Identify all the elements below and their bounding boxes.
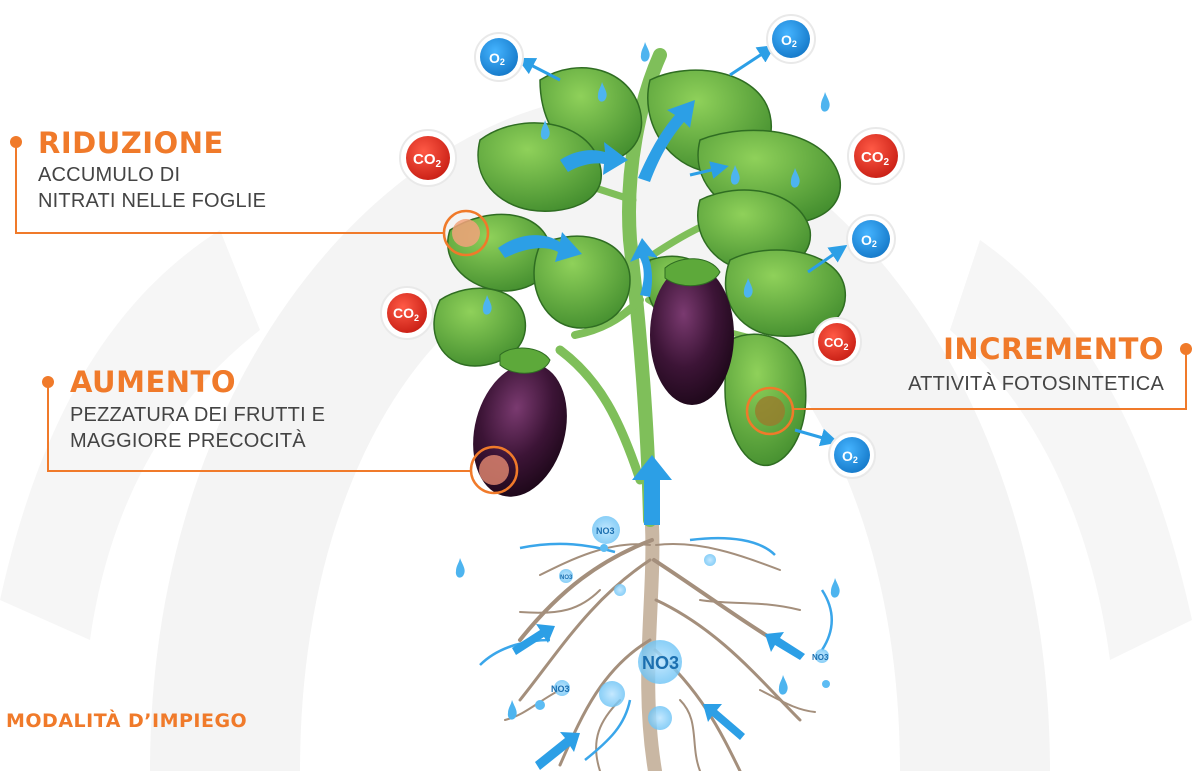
- o2-badge: O2: [474, 32, 524, 82]
- co2-text: CO: [413, 151, 436, 168]
- svg-text:CO2: CO2: [824, 335, 849, 352]
- o2-subscript: 2: [853, 455, 858, 465]
- co2-text: CO: [393, 305, 414, 321]
- no3-label: NO3: [551, 684, 570, 694]
- callout-aumento-line2: MAGGIORE PRECOCITÀ: [70, 430, 306, 452]
- o2-text: O: [861, 232, 872, 248]
- no3-label: NO3: [596, 526, 615, 536]
- co2-text: CO: [861, 149, 884, 166]
- flow-arrows-thin: [516, 45, 848, 447]
- svg-text:O2: O2: [781, 32, 797, 49]
- root-arrows: [512, 624, 805, 770]
- o2-badge: O2: [766, 14, 816, 64]
- callout-incremento-line1: ATTIVITÀ FOTOSINTETICA: [908, 373, 1164, 395]
- no3-label: NO3: [560, 575, 573, 581]
- svg-text:O2: O2: [861, 232, 877, 249]
- co2-badge: CO2: [380, 286, 434, 340]
- svg-text:O2: O2: [842, 448, 858, 465]
- o2-text: O: [781, 32, 792, 48]
- callout-aumento-title: AUMENTO: [70, 365, 236, 399]
- co2-subscript: 2: [414, 313, 419, 323]
- callout-riduzione-line1: ACCUMULO DI: [38, 164, 181, 186]
- no3-bubbles: [535, 516, 830, 730]
- callout-aumento-leader: [42, 376, 519, 495]
- o2-subscript: 2: [872, 239, 877, 249]
- o2-subscript: 2: [500, 57, 505, 67]
- co2-badge: CO2: [812, 317, 862, 367]
- co2-subscript: 2: [436, 159, 442, 170]
- water-droplets: [455, 42, 840, 720]
- no3-label-large: NO3: [642, 653, 679, 673]
- svg-text:CO2: CO2: [393, 305, 419, 323]
- callout-incremento-leader: [745, 343, 1192, 436]
- co2-badge: CO2: [847, 127, 905, 185]
- svg-text:CO2: CO2: [861, 149, 890, 168]
- flow-arrows-thick: [498, 100, 695, 525]
- svg-text:O2: O2: [489, 50, 505, 67]
- svg-text:CO2: CO2: [413, 151, 442, 170]
- co2-subscript: 2: [844, 342, 849, 352]
- o2-text: O: [489, 50, 500, 66]
- callout-riduzione-leader: [10, 136, 490, 257]
- callout-incremento-title: INCREMENTO: [943, 332, 1164, 366]
- o2-badge: O2: [828, 431, 876, 479]
- o2-text: O: [842, 448, 853, 464]
- section-title: MODALITÀ D’IMPIEGO: [6, 710, 248, 732]
- root-flow-lines: [479, 536, 833, 761]
- o2-badge: O2: [846, 214, 896, 264]
- co2-badge: CO2: [399, 129, 457, 187]
- callout-aumento-line1: PEZZATURA DEI FRUTTI E: [70, 404, 326, 426]
- no3-label: NO3: [812, 653, 829, 662]
- callout-riduzione-line2: NITRATI NELLE FOGLIE: [38, 190, 267, 212]
- callout-riduzione-title: RIDUZIONE: [38, 126, 224, 160]
- co2-text: CO: [824, 335, 844, 350]
- co2-subscript: 2: [884, 157, 890, 168]
- leaves: [433, 67, 846, 467]
- o2-subscript: 2: [792, 39, 797, 49]
